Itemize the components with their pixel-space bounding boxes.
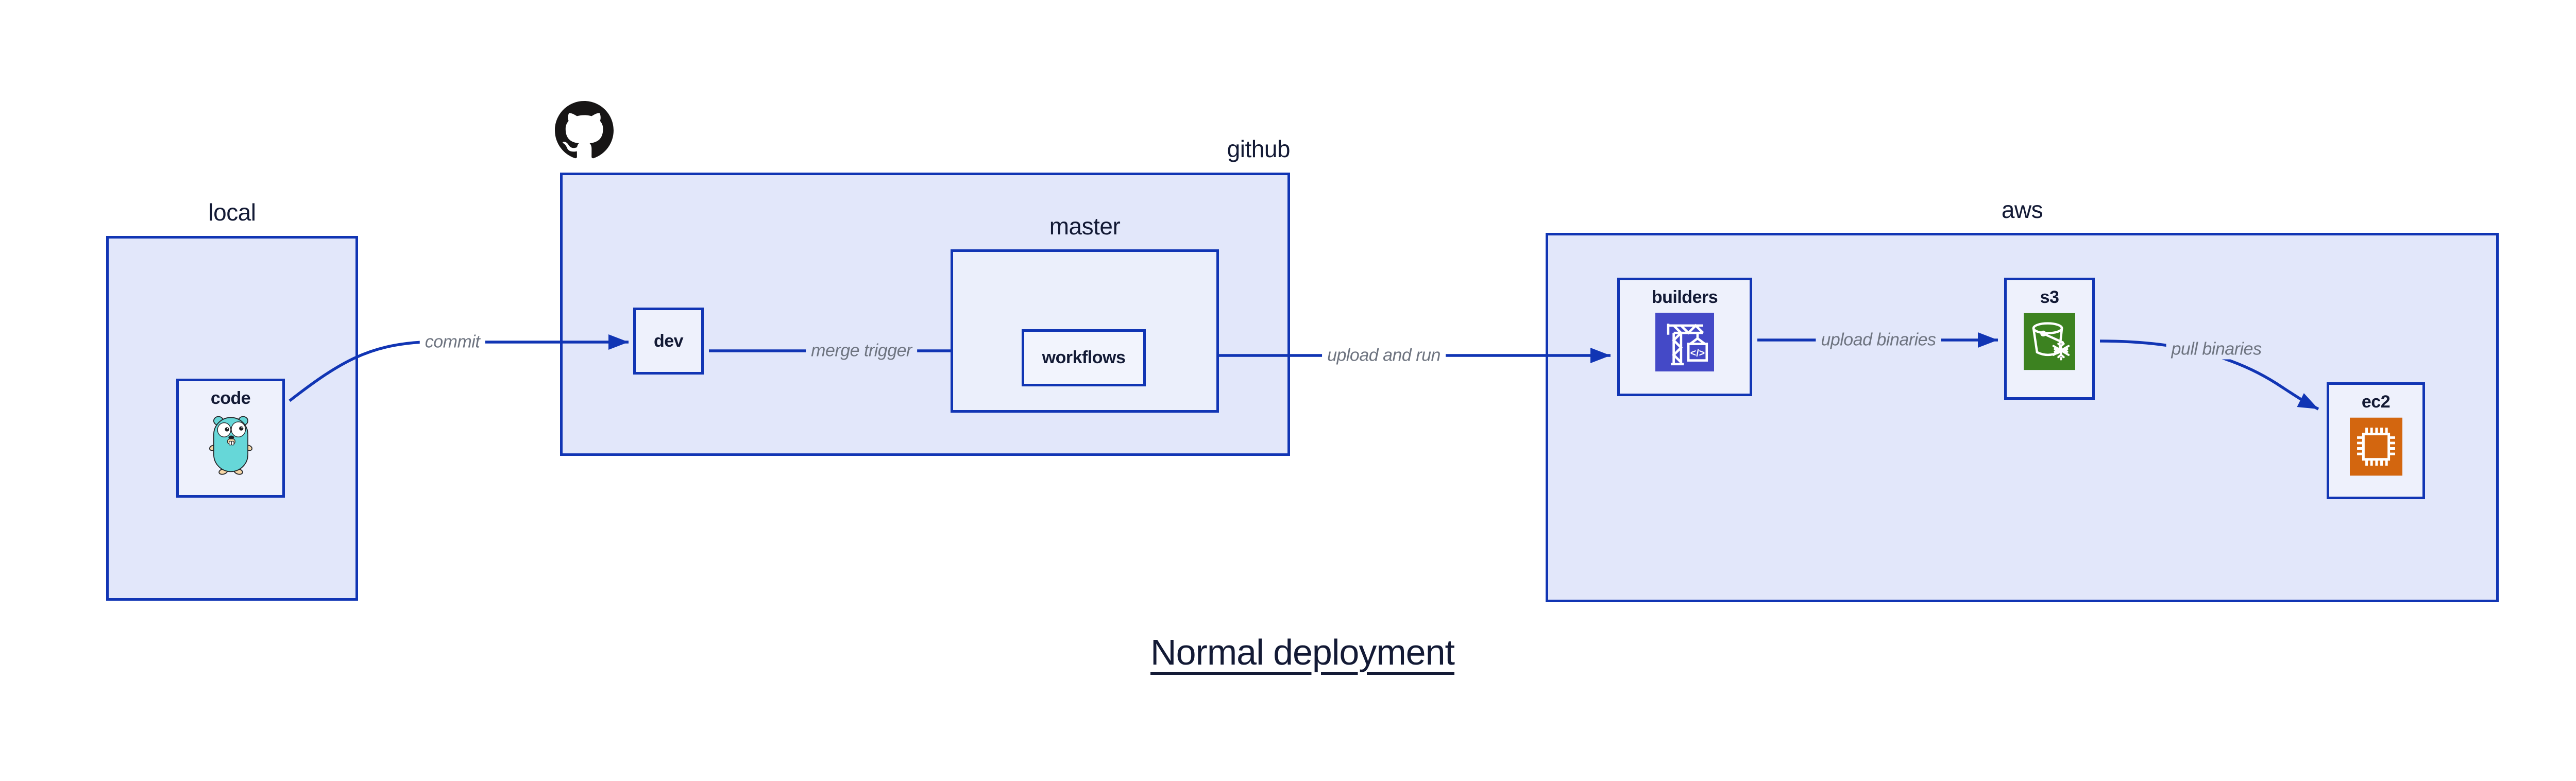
node-code-label: code bbox=[210, 388, 251, 408]
node-builders: builders </> bbox=[1617, 278, 1752, 396]
group-master-label: master bbox=[1049, 213, 1121, 240]
go-gopher-icon bbox=[209, 416, 252, 475]
edge-merge-trigger-label: merge trigger bbox=[806, 341, 917, 361]
edge-pull-binaries-line bbox=[2099, 339, 2319, 411]
github-octocat-icon bbox=[555, 101, 614, 159]
edge-commit-line bbox=[289, 334, 629, 402]
edge-pull-binaries-label: pull binaries bbox=[2166, 339, 2267, 360]
node-workflows-label: workflows bbox=[1042, 348, 1126, 367]
svg-text:</>: </> bbox=[1690, 348, 1705, 359]
node-ec2: ec2 bbox=[2327, 382, 2425, 499]
group-aws-label: aws bbox=[2001, 196, 2043, 223]
aws-s3-glacier-bucket-icon bbox=[2024, 313, 2075, 370]
node-workflows: workflows bbox=[1022, 329, 1146, 386]
node-s3-label: s3 bbox=[2040, 287, 2059, 307]
edge-upload-and-run-label: upload and run bbox=[1322, 345, 1446, 366]
aws-ec2-chip-icon bbox=[2349, 417, 2402, 476]
node-ec2-label: ec2 bbox=[2361, 392, 2391, 412]
node-dev-label: dev bbox=[653, 331, 684, 351]
aws-codebuild-crane-icon: </> bbox=[1655, 313, 1714, 371]
node-dev: dev bbox=[633, 308, 704, 375]
edge-upload-binaries-label: upload binaries bbox=[1816, 330, 1941, 350]
group-github-label: github bbox=[1227, 135, 1291, 162]
node-s3: s3 bbox=[2004, 278, 2095, 400]
group-local-label: local bbox=[208, 199, 256, 226]
node-builders-label: builders bbox=[1651, 287, 1718, 307]
node-code: code bbox=[176, 379, 285, 498]
edge-commit-label: commit bbox=[419, 332, 485, 352]
diagram-title: Normal deployment bbox=[1150, 632, 1455, 672]
